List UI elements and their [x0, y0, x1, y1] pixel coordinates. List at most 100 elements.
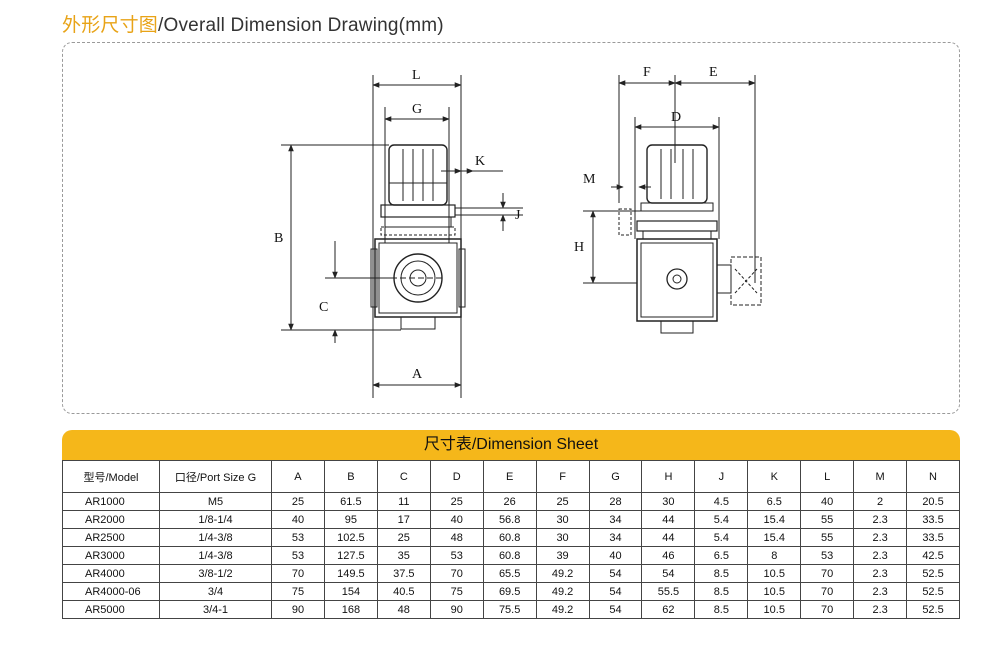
table-cell: 5.4 — [694, 510, 749, 529]
dim-label-H: H — [574, 240, 584, 255]
table-cell: 48 — [429, 528, 484, 547]
table-cell: 1/4-3/8 — [159, 528, 272, 547]
column-header: L — [800, 460, 855, 493]
table-cell: 30 — [535, 528, 590, 547]
table-cell: 11 — [376, 492, 431, 511]
table-cell: 30 — [535, 510, 590, 529]
table-cell: 26 — [482, 492, 537, 511]
table-cell: 70 — [800, 564, 855, 583]
column-header: F — [535, 460, 590, 493]
dim-label-L: L — [412, 68, 421, 83]
table-cell: 75 — [271, 582, 325, 601]
table-cell: 3/4 — [159, 582, 272, 601]
table-cell: 70 — [429, 564, 484, 583]
table-cell: 44 — [641, 528, 696, 547]
table-cell: 5.4 — [694, 528, 749, 547]
table-cell: 2.3 — [853, 528, 908, 547]
dim-label-A: A — [412, 367, 423, 382]
table-cell: 40 — [429, 510, 484, 529]
title-en: /Overall Dimension Drawing(mm) — [158, 15, 444, 36]
table-cell: 70 — [800, 600, 855, 619]
model-cell: AR2500 — [62, 528, 160, 547]
column-header: J — [694, 460, 749, 493]
table-cell: 10.5 — [747, 582, 802, 601]
table-cell: 55 — [800, 528, 855, 547]
table-cell: 53 — [271, 546, 325, 565]
table-cell: 8.5 — [694, 564, 749, 583]
table-cell: 70 — [271, 564, 325, 583]
table-cell: 28 — [588, 492, 643, 511]
table-cell: 53 — [429, 546, 484, 565]
table-cell: 37.5 — [376, 564, 431, 583]
table-cell: 49.2 — [535, 600, 590, 619]
table-cell: 40 — [271, 510, 325, 529]
dim-label-D: D — [671, 110, 681, 125]
column-header: C — [376, 460, 431, 493]
table-cell: 56.8 — [482, 510, 537, 529]
column-header: G — [588, 460, 643, 493]
table-cell: 65.5 — [482, 564, 537, 583]
table-cell: 48 — [376, 600, 431, 619]
table-cell: 6.5 — [747, 492, 802, 511]
table-cell: 75.5 — [482, 600, 537, 619]
dim-label-G: G — [412, 102, 422, 117]
table-cell: 8 — [747, 546, 802, 565]
table-cell: 15.4 — [747, 528, 802, 547]
table-cell: 60.8 — [482, 546, 537, 565]
table-cell: 35 — [376, 546, 431, 565]
table-cell: 44 — [641, 510, 696, 529]
table-cell: 60.8 — [482, 528, 537, 547]
sheet-title: 尺寸表/Dimension Sheet — [62, 430, 960, 460]
table-cell: M5 — [159, 492, 272, 511]
column-header: D — [429, 460, 484, 493]
table-cell: 39 — [535, 546, 590, 565]
side-view: F E D M H — [574, 65, 762, 334]
table-cell: 149.5 — [323, 564, 378, 583]
table-cell: 20.5 — [906, 492, 960, 511]
table-cell: 2.3 — [853, 510, 908, 529]
table-cell: 25 — [376, 528, 431, 547]
table-cell: 54 — [588, 564, 643, 583]
table-cell: 90 — [271, 600, 325, 619]
dim-label-M: M — [583, 172, 596, 187]
table-cell: 34 — [588, 528, 643, 547]
table-cell: 154 — [323, 582, 378, 601]
model-cell: AR4000 — [62, 564, 160, 583]
table-cell: 52.5 — [906, 600, 960, 619]
dim-label-E: E — [709, 65, 718, 80]
table-cell: 2.3 — [853, 600, 908, 619]
column-header: K — [747, 460, 802, 493]
dimension-drawing-panel: L G K J B C A — [62, 42, 960, 414]
table-cell: 15.4 — [747, 510, 802, 529]
dimension-drawing: L G K J B C A — [274, 65, 762, 398]
column-header: N — [906, 460, 960, 493]
table-cell: 8.5 — [694, 600, 749, 619]
model-cell: AR1000 — [62, 492, 160, 511]
column-header: H — [641, 460, 696, 493]
table-cell: 8.5 — [694, 582, 749, 601]
table-cell: 52.5 — [906, 582, 960, 601]
table-cell: 75 — [429, 582, 484, 601]
table-cell: 33.5 — [906, 528, 960, 547]
table-cell: 49.2 — [535, 582, 590, 601]
table-cell: 55.5 — [641, 582, 696, 601]
column-header: E — [482, 460, 537, 493]
model-cell: AR4000-06 — [62, 582, 160, 601]
table-cell: 4.5 — [694, 492, 749, 511]
table-cell: 54 — [588, 600, 643, 619]
table-cell: 25 — [535, 492, 590, 511]
table-cell: 55 — [800, 510, 855, 529]
table-cell: 54 — [588, 582, 643, 601]
column-header: 口径/Port Size G — [159, 460, 272, 493]
table-cell: 6.5 — [694, 546, 749, 565]
